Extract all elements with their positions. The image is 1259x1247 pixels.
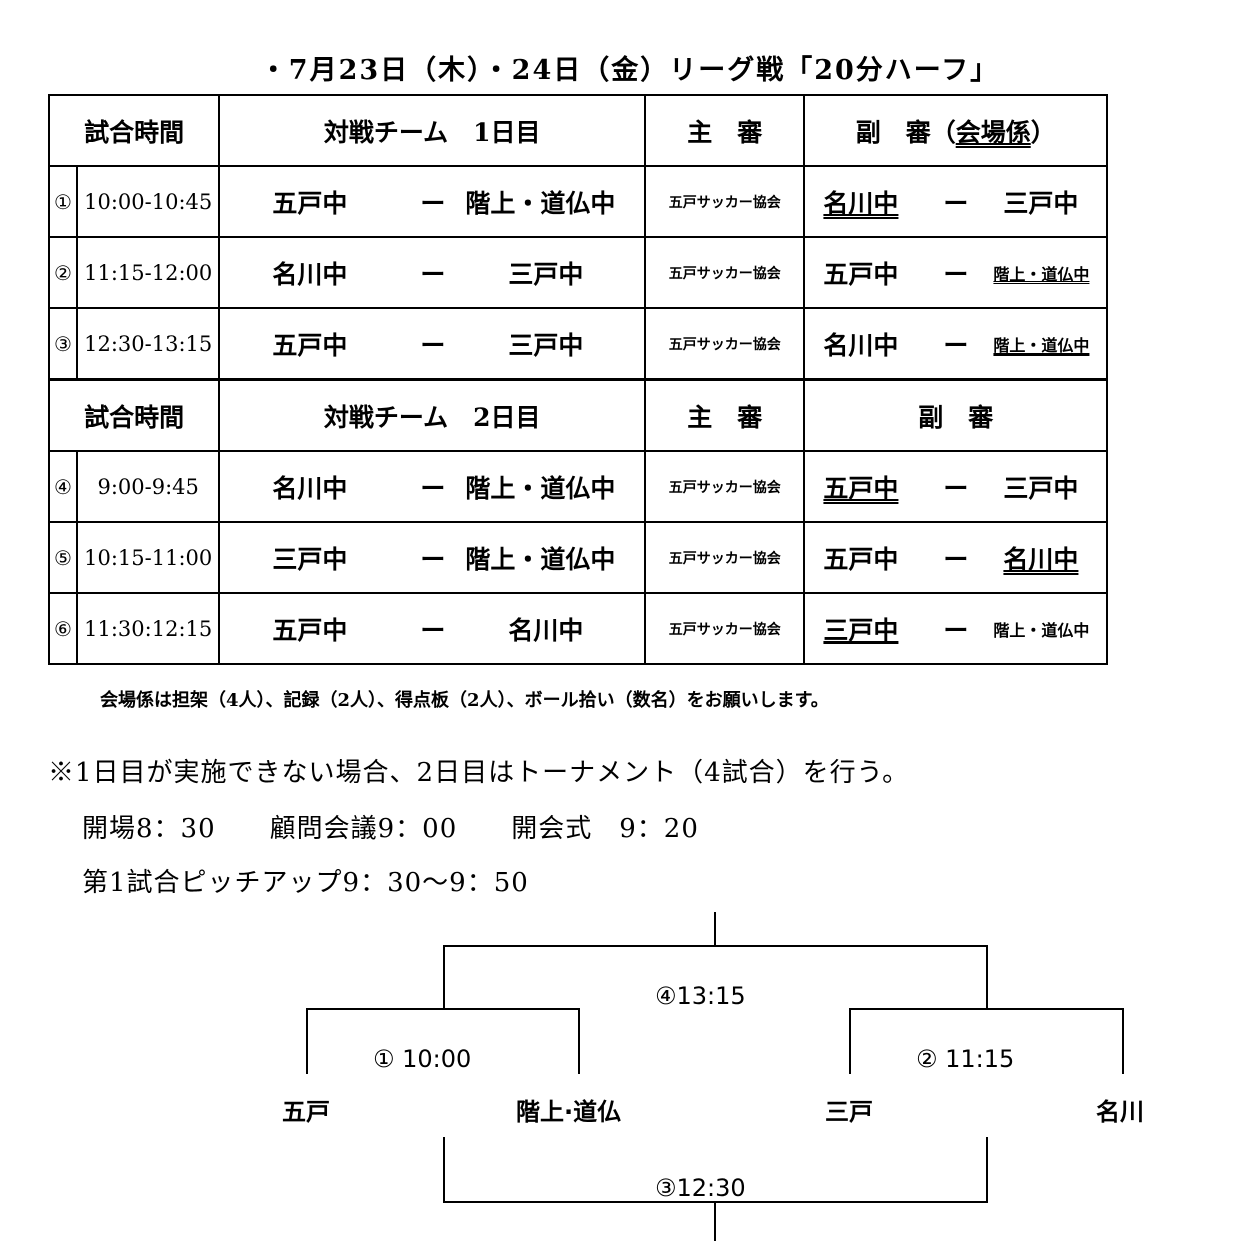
team-gonohe: 五戸 <box>282 1098 330 1126</box>
header-main-ref: 主 審 <box>644 378 806 452</box>
header-row-day2: 試合時間 対戦チーム 2日目 主 審 副 審 <box>47 378 1108 452</box>
header-time: 試合時間 <box>47 378 221 452</box>
page-title: ・7月23日（木）・24日（金）リーグ戦「20分ハーフ」 <box>259 55 1000 86</box>
match-number: ⑥ <box>47 592 79 665</box>
main-referee: 五戸サッカー協会 <box>644 236 806 309</box>
match-number: ⑤ <box>47 521 79 594</box>
main-referee: 五戸サッカー協会 <box>644 592 806 665</box>
sub-referee: 五戸中ー名川中 <box>803 521 1108 594</box>
match-teams: 三戸中ー階上・道仏中 <box>218 521 647 594</box>
header-row-day1: 試合時間 対戦チーム 1日目 主 審 副 審（会場係） <box>47 94 1108 167</box>
duty-note: 会場係は担架（4人）、記録（2人）、得点板（2人）、ボール拾い（数名）をお願いし… <box>100 690 829 711</box>
info-line-2: 開場8：30 顧問会議9：00 開会式 9：20 <box>82 814 699 844</box>
semifinal-1-label: ① 10:00 <box>373 1045 472 1073</box>
sub-referee: 三戸中ー階上・道仏中 <box>803 592 1108 665</box>
sub-referee: 五戸中ー階上・道仏中 <box>803 236 1108 309</box>
main-referee: 五戸サッカー協会 <box>644 165 806 238</box>
bracket-line <box>306 1008 580 1010</box>
match-teams: 五戸中ー階上・道仏中 <box>218 165 647 238</box>
third-place-label: ③12:30 <box>655 1174 746 1202</box>
match-teams: 名川中ー三戸中 <box>218 236 647 309</box>
bracket-line <box>578 1008 580 1074</box>
sub-referee: 名川中ー階上・道仏中 <box>803 307 1108 381</box>
bracket-line <box>849 1008 1124 1010</box>
sub-referee: 名川中ー三戸中 <box>803 165 1108 238</box>
table-row: ③ 12:30-13:15 五戸中ー三戸中 五戸サッカー協会 名川中ー階上・道仏… <box>47 307 1108 381</box>
bracket-line <box>443 1137 445 1203</box>
main-referee: 五戸サッカー協会 <box>644 521 806 594</box>
final-match-label: ④13:15 <box>655 982 746 1010</box>
header-match: 対戦チーム 2日目 <box>218 378 647 452</box>
match-number: ① <box>47 165 79 238</box>
semifinal-2-label: ② 11:15 <box>916 1045 1015 1073</box>
bracket-line <box>986 945 988 1009</box>
team-sannohe: 三戸 <box>825 1098 873 1126</box>
info-line-1: ※1日目が実施できない場合、2日目はトーナメント（4試合）を行う。 <box>48 758 910 788</box>
match-teams: 五戸中ー三戸中 <box>218 307 647 381</box>
schedule-table: 試合時間 対戦チーム 1日目 主 審 副 審（会場係） ① 10:00-10:4… <box>47 94 1108 665</box>
match-number: ④ <box>47 450 79 523</box>
header-main-ref: 主 審 <box>644 94 806 167</box>
team-nakawa: 名川 <box>1096 1098 1144 1126</box>
match-time: 10:15-11:00 <box>76 521 221 594</box>
table-row: ⑥ 11:30:12:15 五戸中ー名川中 五戸サッカー協会 三戸中ー階上・道仏… <box>47 592 1108 665</box>
table-row: ① 10:00-10:45 五戸中ー階上・道仏中 五戸サッカー協会 名川中ー三戸… <box>47 165 1108 238</box>
match-teams: 名川中ー階上・道仏中 <box>218 450 647 523</box>
bracket-line <box>849 1008 851 1074</box>
bracket-line <box>306 1008 308 1074</box>
bracket-line <box>443 945 988 947</box>
match-time: 11:15-12:00 <box>76 236 221 309</box>
bracket-line <box>443 945 445 1009</box>
match-time: 10:00-10:45 <box>76 165 221 238</box>
info-line-3: 第1試合ピッチアップ9：30～9：50 <box>82 868 529 898</box>
match-teams: 五戸中ー名川中 <box>218 592 647 665</box>
header-time: 試合時間 <box>47 94 221 167</box>
match-time: 11:30:12:15 <box>76 592 221 665</box>
match-time: 12:30-13:15 <box>76 307 221 381</box>
team-hashikami-dobutsu: 階上·道仏 <box>516 1098 622 1126</box>
header-sub-ref: 副 審 <box>803 378 1108 452</box>
table-row: ② 11:15-12:00 名川中ー三戸中 五戸サッカー協会 五戸中ー階上・道仏… <box>47 236 1108 309</box>
bracket-line <box>714 1201 716 1241</box>
header-sub-ref: 副 審（会場係） <box>803 94 1108 167</box>
match-number: ② <box>47 236 79 309</box>
sub-referee: 五戸中ー三戸中 <box>803 450 1108 523</box>
main-referee: 五戸サッカー協会 <box>644 450 806 523</box>
bracket-line <box>986 1137 988 1203</box>
table-row: ⑤ 10:15-11:00 三戸中ー階上・道仏中 五戸サッカー協会 五戸中ー名川… <box>47 521 1108 594</box>
match-time: 9:00-9:45 <box>76 450 221 523</box>
main-referee: 五戸サッカー協会 <box>644 307 806 381</box>
table-row: ④ 9:00-9:45 名川中ー階上・道仏中 五戸サッカー協会 五戸中ー三戸中 <box>47 450 1108 523</box>
match-number: ③ <box>47 307 79 381</box>
header-match: 対戦チーム 1日目 <box>218 94 647 167</box>
bracket-line <box>714 912 716 946</box>
bracket-line <box>1122 1008 1124 1074</box>
